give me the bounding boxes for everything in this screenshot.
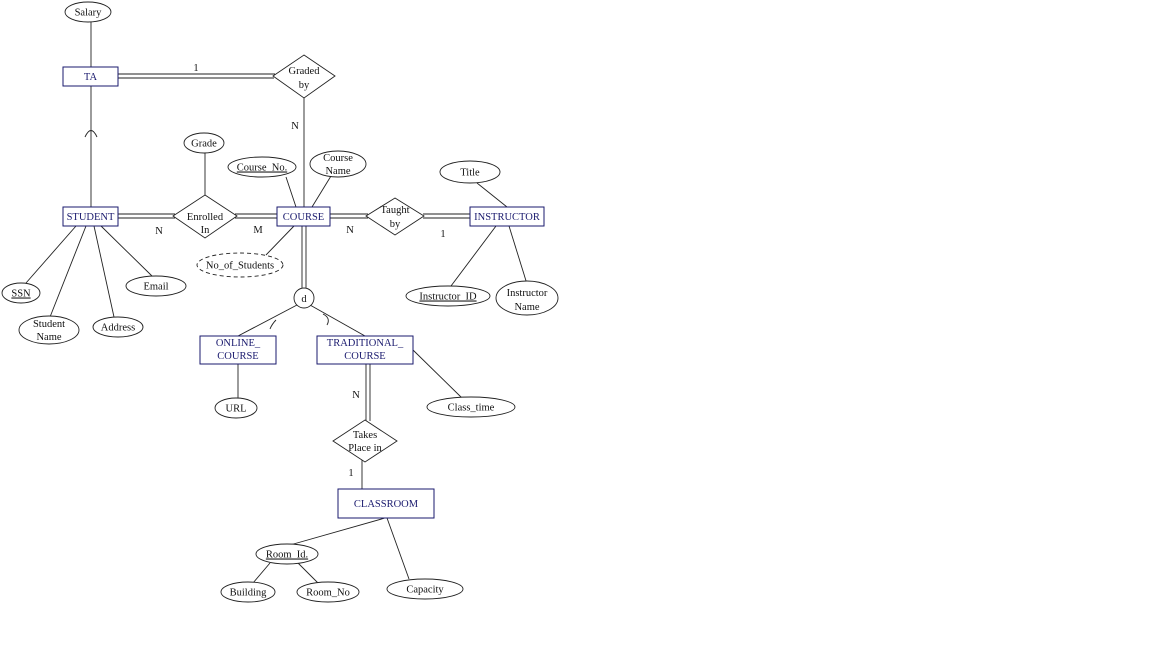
attribute-building: Building [220, 581, 276, 603]
entity-traditional-course-label-2: COURSE [344, 351, 385, 362]
connectors [25, 22, 528, 584]
relationship-taught-by[interactable]: Taught by [365, 197, 425, 236]
entity-ta[interactable]: TA [62, 66, 119, 87]
cardinality-graded-course: N [291, 121, 299, 132]
entity-instructor-label: INSTRUCTOR [474, 212, 540, 223]
cardinality-takes-classroom: 1 [348, 468, 353, 479]
attribute-class-time: Class_time [426, 396, 516, 418]
specialization-disjoint: d [293, 287, 315, 309]
entity-online-course[interactable]: ONLINE_ COURSE [199, 335, 277, 365]
attribute-room-id: Room_Id. [255, 543, 319, 565]
relationship-taught-by-label-1: Taught [380, 205, 409, 216]
attribute-course-no: Course_No. [227, 156, 297, 178]
attribute-building-label: Building [230, 588, 268, 599]
attribute-course-name-label-1: Course [323, 153, 353, 164]
cardinality-student-enrolled: N [155, 226, 163, 237]
attribute-title-label: Title [460, 168, 480, 179]
cardinality-course-taught: N [346, 225, 354, 236]
entity-student-label: STUDENT [67, 212, 115, 223]
relationship-graded-by-label-1: Graded [289, 66, 321, 77]
relationship-enrolled-in-label-1: Enrolled [187, 212, 224, 223]
attribute-instructor-name-label-1: Instructor [507, 288, 548, 299]
attribute-instructor-id-label: Instructor_ID [419, 292, 477, 303]
entity-instructor[interactable]: INSTRUCTOR [469, 206, 545, 227]
subclass-arc-online [269, 319, 277, 330]
entity-traditional-course-label-1: TRADITIONAL_ [327, 338, 404, 349]
attribute-instructor-id: Instructor_ID [405, 285, 491, 307]
attribute-no-of-students-label: No_of_Students [206, 261, 274, 272]
entity-online-course-label-1: ONLINE_ [216, 338, 261, 349]
specialization-symbol: d [301, 294, 307, 305]
attribute-student-name-label-1: Student [33, 319, 65, 330]
attribute-no-of-students: No_of_Students [196, 252, 284, 278]
attribute-course-name: Course Name [309, 150, 367, 178]
attribute-capacity: Capacity [386, 578, 464, 600]
attribute-capacity-label: Capacity [406, 585, 444, 596]
attribute-course-name-label-2: Name [325, 166, 350, 177]
attribute-student-name-label-2: Name [36, 332, 61, 343]
attribute-instructor-name: Instructor Name [495, 280, 559, 316]
relationship-enrolled-in[interactable]: Enrolled In [172, 194, 238, 239]
attribute-email-label: Email [143, 282, 168, 293]
entity-online-course-label-2: COURSE [217, 351, 258, 362]
attribute-url: URL [214, 397, 258, 419]
relationship-graded-by[interactable]: Graded by [272, 54, 336, 99]
attribute-salary-label: Salary [75, 8, 103, 19]
relationship-enrolled-in-label-2: In [201, 225, 210, 236]
attribute-ssn: SSN [1, 282, 41, 304]
attribute-room-no-label: Room_No [306, 588, 350, 599]
entity-classroom[interactable]: CLASSROOM [337, 488, 435, 519]
attribute-address-label: Address [101, 323, 135, 334]
attribute-student-name: Student Name [18, 315, 80, 345]
entity-classroom-label: CLASSROOM [354, 499, 419, 510]
attribute-ssn-label: SSN [11, 289, 31, 300]
attribute-email: Email [125, 275, 187, 297]
relationship-takes-place-in[interactable]: Takes Place in [332, 419, 398, 463]
attribute-url-label: URL [226, 404, 247, 415]
cardinality-ta-graded: 1 [193, 63, 198, 74]
entity-ta-label: TA [84, 72, 98, 83]
cardinality-taught-instructor: 1 [440, 229, 445, 240]
entity-course[interactable]: COURSE [276, 206, 331, 227]
relationship-graded-by-label-2: by [299, 80, 310, 91]
attribute-room-id-label: Room_Id. [266, 550, 308, 561]
entity-course-label: COURSE [283, 212, 324, 223]
attribute-room-no: Room_No [296, 581, 360, 603]
attribute-grade-label: Grade [191, 139, 217, 150]
cardinality-enrolled-course: M [253, 225, 263, 236]
subclass-arc-student [84, 130, 98, 138]
attribute-salary: Salary [64, 1, 112, 23]
relationship-taught-by-label-2: by [390, 219, 401, 230]
attribute-course-no-label: Course_No. [237, 163, 287, 174]
attribute-class-time-label: Class_time [448, 403, 495, 414]
attribute-title: Title [439, 160, 501, 184]
relationship-takes-place-in-label-2: Place in [348, 443, 382, 454]
attribute-address: Address [92, 316, 144, 338]
attribute-grade: Grade [183, 132, 225, 154]
entity-student[interactable]: STUDENT [62, 206, 119, 227]
entity-traditional-course[interactable]: TRADITIONAL_ COURSE [316, 335, 414, 365]
subclass-arc-traditional [322, 313, 329, 326]
cardinality-traditional-takes: N [352, 390, 360, 401]
attribute-instructor-name-label-2: Name [514, 302, 539, 313]
relationship-takes-place-in-label-1: Takes [353, 430, 377, 441]
